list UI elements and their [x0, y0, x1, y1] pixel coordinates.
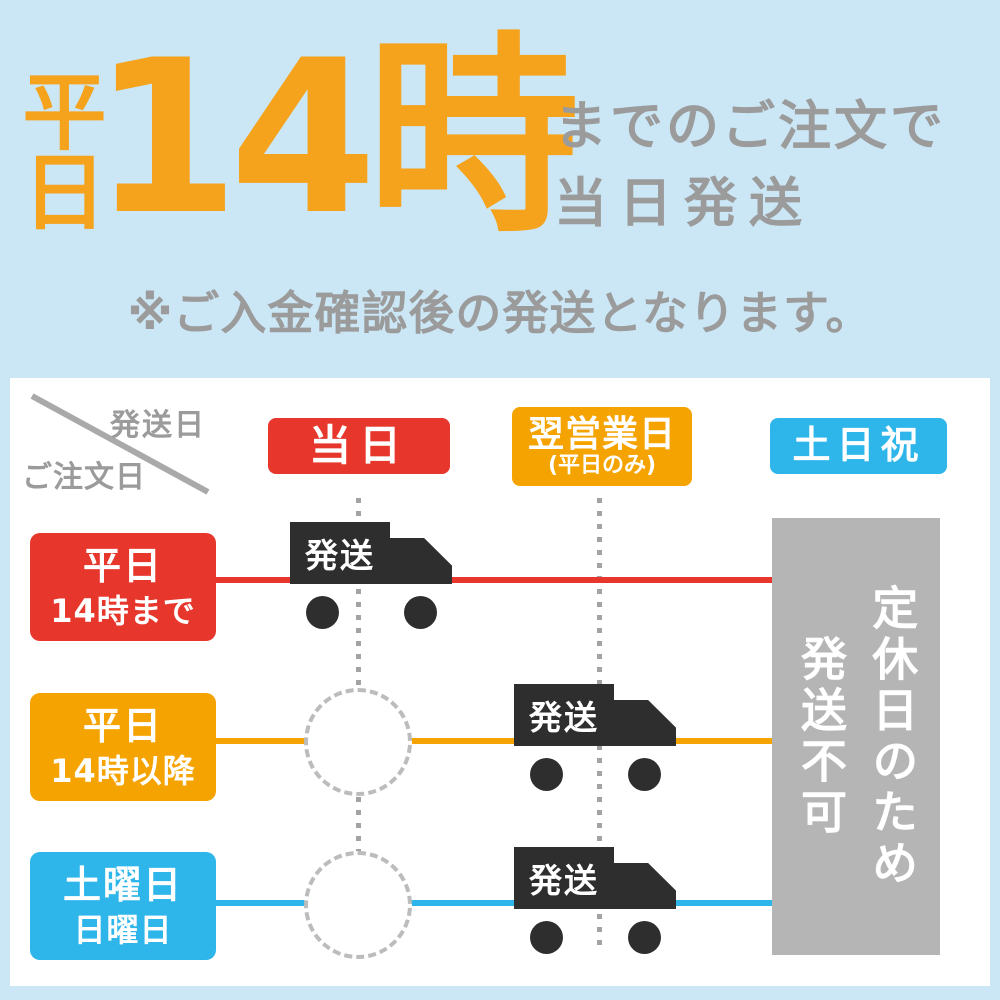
truck-wheel-icon [306, 596, 339, 629]
deadline-time: 14時 [92, 14, 579, 261]
truck-cab-icon [614, 700, 676, 746]
order-date-label: ご注文日 [22, 460, 146, 495]
ship-badge: 発送 [514, 847, 614, 909]
corner-diagonal-icon [30, 393, 210, 495]
ship-line-row-weekday-before-14 [216, 577, 772, 583]
column-header-next-business-day: 翌営業日 (平日のみ) [512, 407, 692, 486]
row-header-weekday-after-14: 平日 14時以降 [30, 693, 216, 801]
truck-icon-row-weekday-after-14: 発送 [514, 684, 682, 796]
column-header-next-business-day-sublabel: (平日のみ) [547, 452, 657, 478]
ship-badge: 発送 [514, 684, 614, 746]
truck-cab-icon [614, 863, 676, 909]
truck-wheel-icon [404, 596, 437, 629]
closed-notice-text: 定休日のため 発送不可 [785, 518, 928, 955]
weekday-vertical-label: 平日 [9, 68, 107, 228]
row-header-line2: 日曜日 [73, 910, 173, 949]
column-header-weekend-holiday: 土日祝 [770, 418, 947, 474]
truck-icon-row-weekday-before-14: 発送 [290, 522, 458, 634]
tagline-same-day-shipping: 当日発送 [554, 173, 814, 234]
payment-confirmation-note: ※ご入金確認後の発送となります。 [127, 286, 873, 340]
no-ship-circle-row-weekend [304, 851, 412, 959]
truck-cab-icon [390, 538, 452, 584]
no-ship-circle-row-weekday-after-14 [304, 688, 412, 796]
row-header-line2: 14時以降 [50, 751, 196, 790]
closed-notice-line2: 発送不可 [794, 634, 848, 839]
ship-line-row-weekday-after-14 [216, 738, 772, 744]
ship-date-label: 発送日 [110, 408, 206, 443]
row-header-line1: 平日 [82, 703, 163, 748]
closed-notice-box: 定休日のため 発送不可 [772, 518, 940, 955]
row-header-weekday-before-14: 平日 14時まで [30, 533, 216, 641]
row-header-line1: 平日 [82, 543, 163, 588]
row-header-line1: 土曜日 [62, 862, 183, 907]
truck-wheel-icon [530, 758, 563, 791]
ship-line-row-weekend [216, 900, 772, 906]
column-header-same-day: 当日 [268, 418, 450, 474]
truck-wheel-icon [628, 758, 661, 791]
row-header-line2: 14時まで [50, 591, 196, 630]
row-header-weekend: 土曜日 日曜日 [30, 852, 216, 960]
column-header-next-business-day-label: 翌営業日 [527, 414, 676, 456]
tagline-order-by: までのご注文で [554, 96, 946, 157]
closed-notice-line1: 定休日のため [865, 583, 920, 890]
truck-wheel-icon [530, 921, 563, 954]
truck-wheel-icon [628, 921, 661, 954]
ship-badge: 発送 [290, 522, 390, 584]
truck-icon-row-weekend: 発送 [514, 847, 682, 959]
